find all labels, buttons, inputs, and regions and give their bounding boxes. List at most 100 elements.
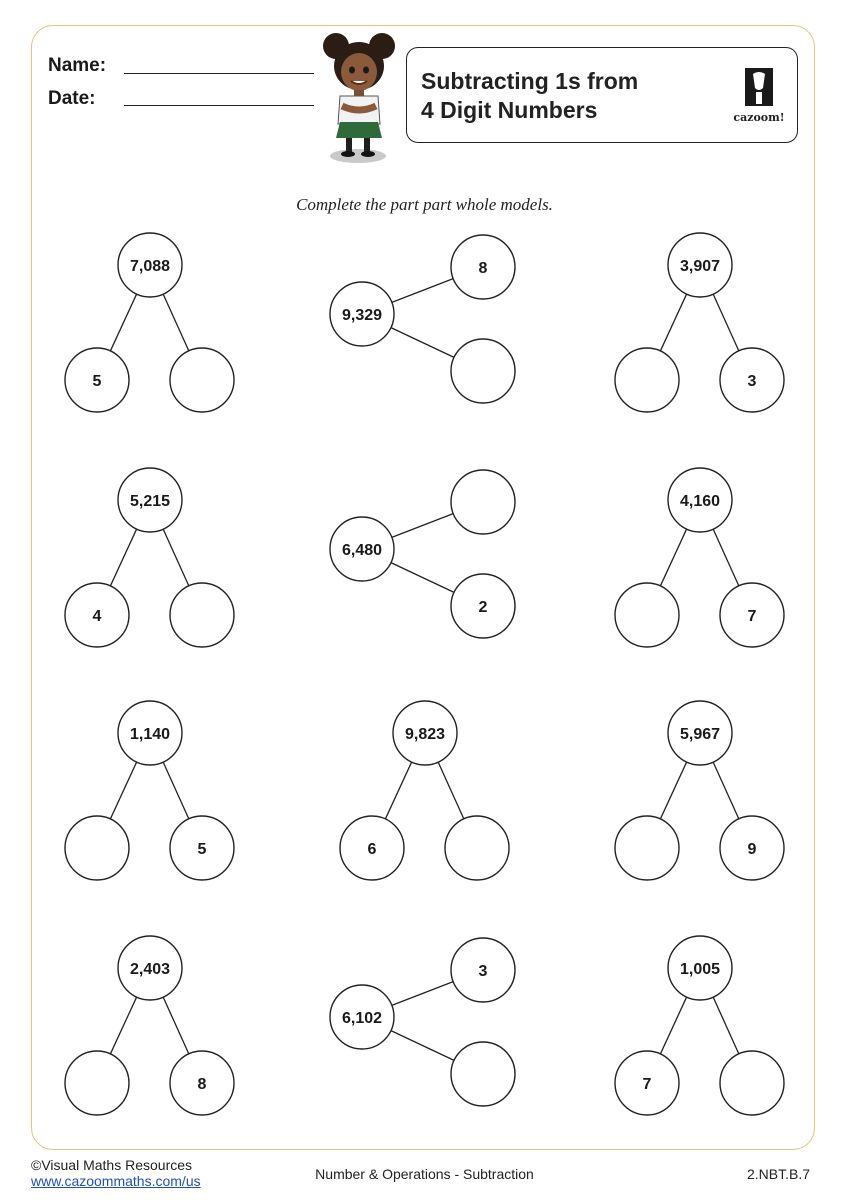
title-box: Subtracting 1s from 4 Digit Numbers cazo… — [406, 47, 798, 143]
connector-line — [384, 761, 413, 820]
part-b-circle — [719, 347, 785, 413]
connector-line — [659, 996, 688, 1055]
part-b-circle — [169, 1050, 235, 1116]
part-a-circle — [64, 347, 130, 413]
connector-line — [659, 293, 688, 352]
copyright-text: ©Visual Maths Resources — [31, 1157, 193, 1173]
part-b-circle[interactable] — [169, 347, 235, 413]
worksheet-title: Subtracting 1s from 4 Digit Numbers — [421, 68, 639, 123]
standard-code: 2.NBT.B.7 — [746, 1166, 810, 1182]
connector-line — [659, 761, 688, 820]
connector-line — [162, 528, 190, 587]
part-a-circle[interactable] — [64, 815, 130, 881]
part-b-circle — [719, 582, 785, 648]
instruction-text: Complete the part part whole models. — [296, 195, 553, 214]
whole-circle — [667, 467, 733, 533]
part-b-circle[interactable] — [444, 815, 510, 881]
whole-circle — [329, 984, 395, 1050]
whole-value: 5,967 — [680, 726, 720, 743]
connector-line — [391, 980, 454, 1007]
part-a-value: 8 — [479, 260, 488, 277]
connector-line — [390, 327, 455, 358]
whole-value: 7,088 — [130, 258, 170, 275]
connector-line — [391, 277, 454, 304]
cazoom-logo-text: cazoom! — [733, 111, 785, 124]
date-field[interactable] — [124, 105, 314, 106]
whole-value: 2,403 — [130, 961, 170, 978]
whole-value: 9,329 — [342, 307, 382, 324]
whole-value: 3,907 — [680, 258, 720, 275]
whole-circle — [117, 700, 183, 766]
whole-value: 4,160 — [680, 493, 720, 510]
part-a-circle — [614, 1050, 680, 1116]
connector-line — [109, 996, 138, 1055]
whole-value: 5,215 — [130, 493, 170, 510]
part-b-value: 2 — [479, 599, 488, 616]
whole-circle — [667, 935, 733, 1001]
whole-circle — [117, 467, 183, 533]
part-a-circle[interactable] — [614, 347, 680, 413]
connector-line — [712, 761, 740, 820]
cazoom-logo-icon — [745, 68, 773, 106]
part-b-circle — [169, 815, 235, 881]
part-a-circle[interactable] — [64, 1050, 130, 1116]
part-b-circle — [719, 815, 785, 881]
connector-line — [109, 293, 138, 352]
part-a-circle — [450, 234, 516, 300]
whole-value: 1,005 — [680, 961, 720, 978]
part-b-value: 3 — [748, 373, 757, 390]
whole-circle — [117, 232, 183, 298]
connector-line — [390, 562, 455, 593]
part-b-circle — [450, 573, 516, 639]
part-b-value: 5 — [198, 841, 207, 858]
part-a-circle[interactable] — [614, 815, 680, 881]
connector-line — [437, 761, 465, 820]
connector-line — [659, 528, 688, 587]
part-a-circle — [64, 582, 130, 648]
part-b-circle[interactable] — [450, 1041, 516, 1107]
whole-circle — [667, 700, 733, 766]
part-b-value: 9 — [748, 841, 757, 858]
part-b-value: 7 — [748, 608, 757, 625]
part-a-circle[interactable] — [614, 582, 680, 648]
connector-line — [162, 761, 190, 820]
cazoom-logo: cazoom! — [733, 66, 785, 124]
part-a-value: 6 — [368, 841, 377, 858]
whole-circle — [329, 281, 395, 347]
name-label: Name: — [48, 55, 107, 76]
part-b-circle[interactable] — [169, 582, 235, 648]
connector-line — [712, 528, 740, 587]
connector-line — [109, 528, 138, 587]
whole-value: 9,823 — [405, 726, 445, 743]
date-label: Date: — [48, 88, 96, 109]
whole-circle — [329, 516, 395, 582]
whole-circle — [392, 700, 458, 766]
connector-line — [109, 761, 138, 820]
part-a-circle — [450, 937, 516, 1003]
connector-line — [162, 293, 190, 352]
footer-left: ©Visual Maths Resources www.cazoommaths.… — [31, 1157, 201, 1189]
connector-line — [162, 996, 190, 1055]
part-b-value: 8 — [198, 1076, 207, 1093]
part-a-circle[interactable] — [450, 469, 516, 535]
part-a-value: 5 — [93, 373, 102, 390]
student-character-illustration — [323, 33, 395, 163]
connector-line — [390, 1030, 455, 1061]
part-a-circle — [339, 815, 405, 881]
connector-line — [391, 512, 454, 539]
part-a-value: 7 — [643, 1076, 652, 1093]
whole-value: 6,480 — [342, 542, 382, 559]
whole-value: 6,102 — [342, 1010, 382, 1027]
whole-value: 1,140 — [130, 726, 170, 743]
part-b-circle[interactable] — [450, 338, 516, 404]
page-border — [31, 25, 815, 1150]
topic-text: Number & Operations - Subtraction — [315, 1166, 534, 1182]
part-a-value: 4 — [93, 608, 102, 625]
connector-line — [712, 996, 740, 1055]
connector-line — [712, 293, 740, 352]
whole-circle — [117, 935, 183, 1001]
part-b-circle[interactable] — [719, 1050, 785, 1116]
name-field[interactable] — [124, 73, 314, 74]
website-link[interactable]: www.cazoommaths.com/us — [31, 1173, 201, 1189]
